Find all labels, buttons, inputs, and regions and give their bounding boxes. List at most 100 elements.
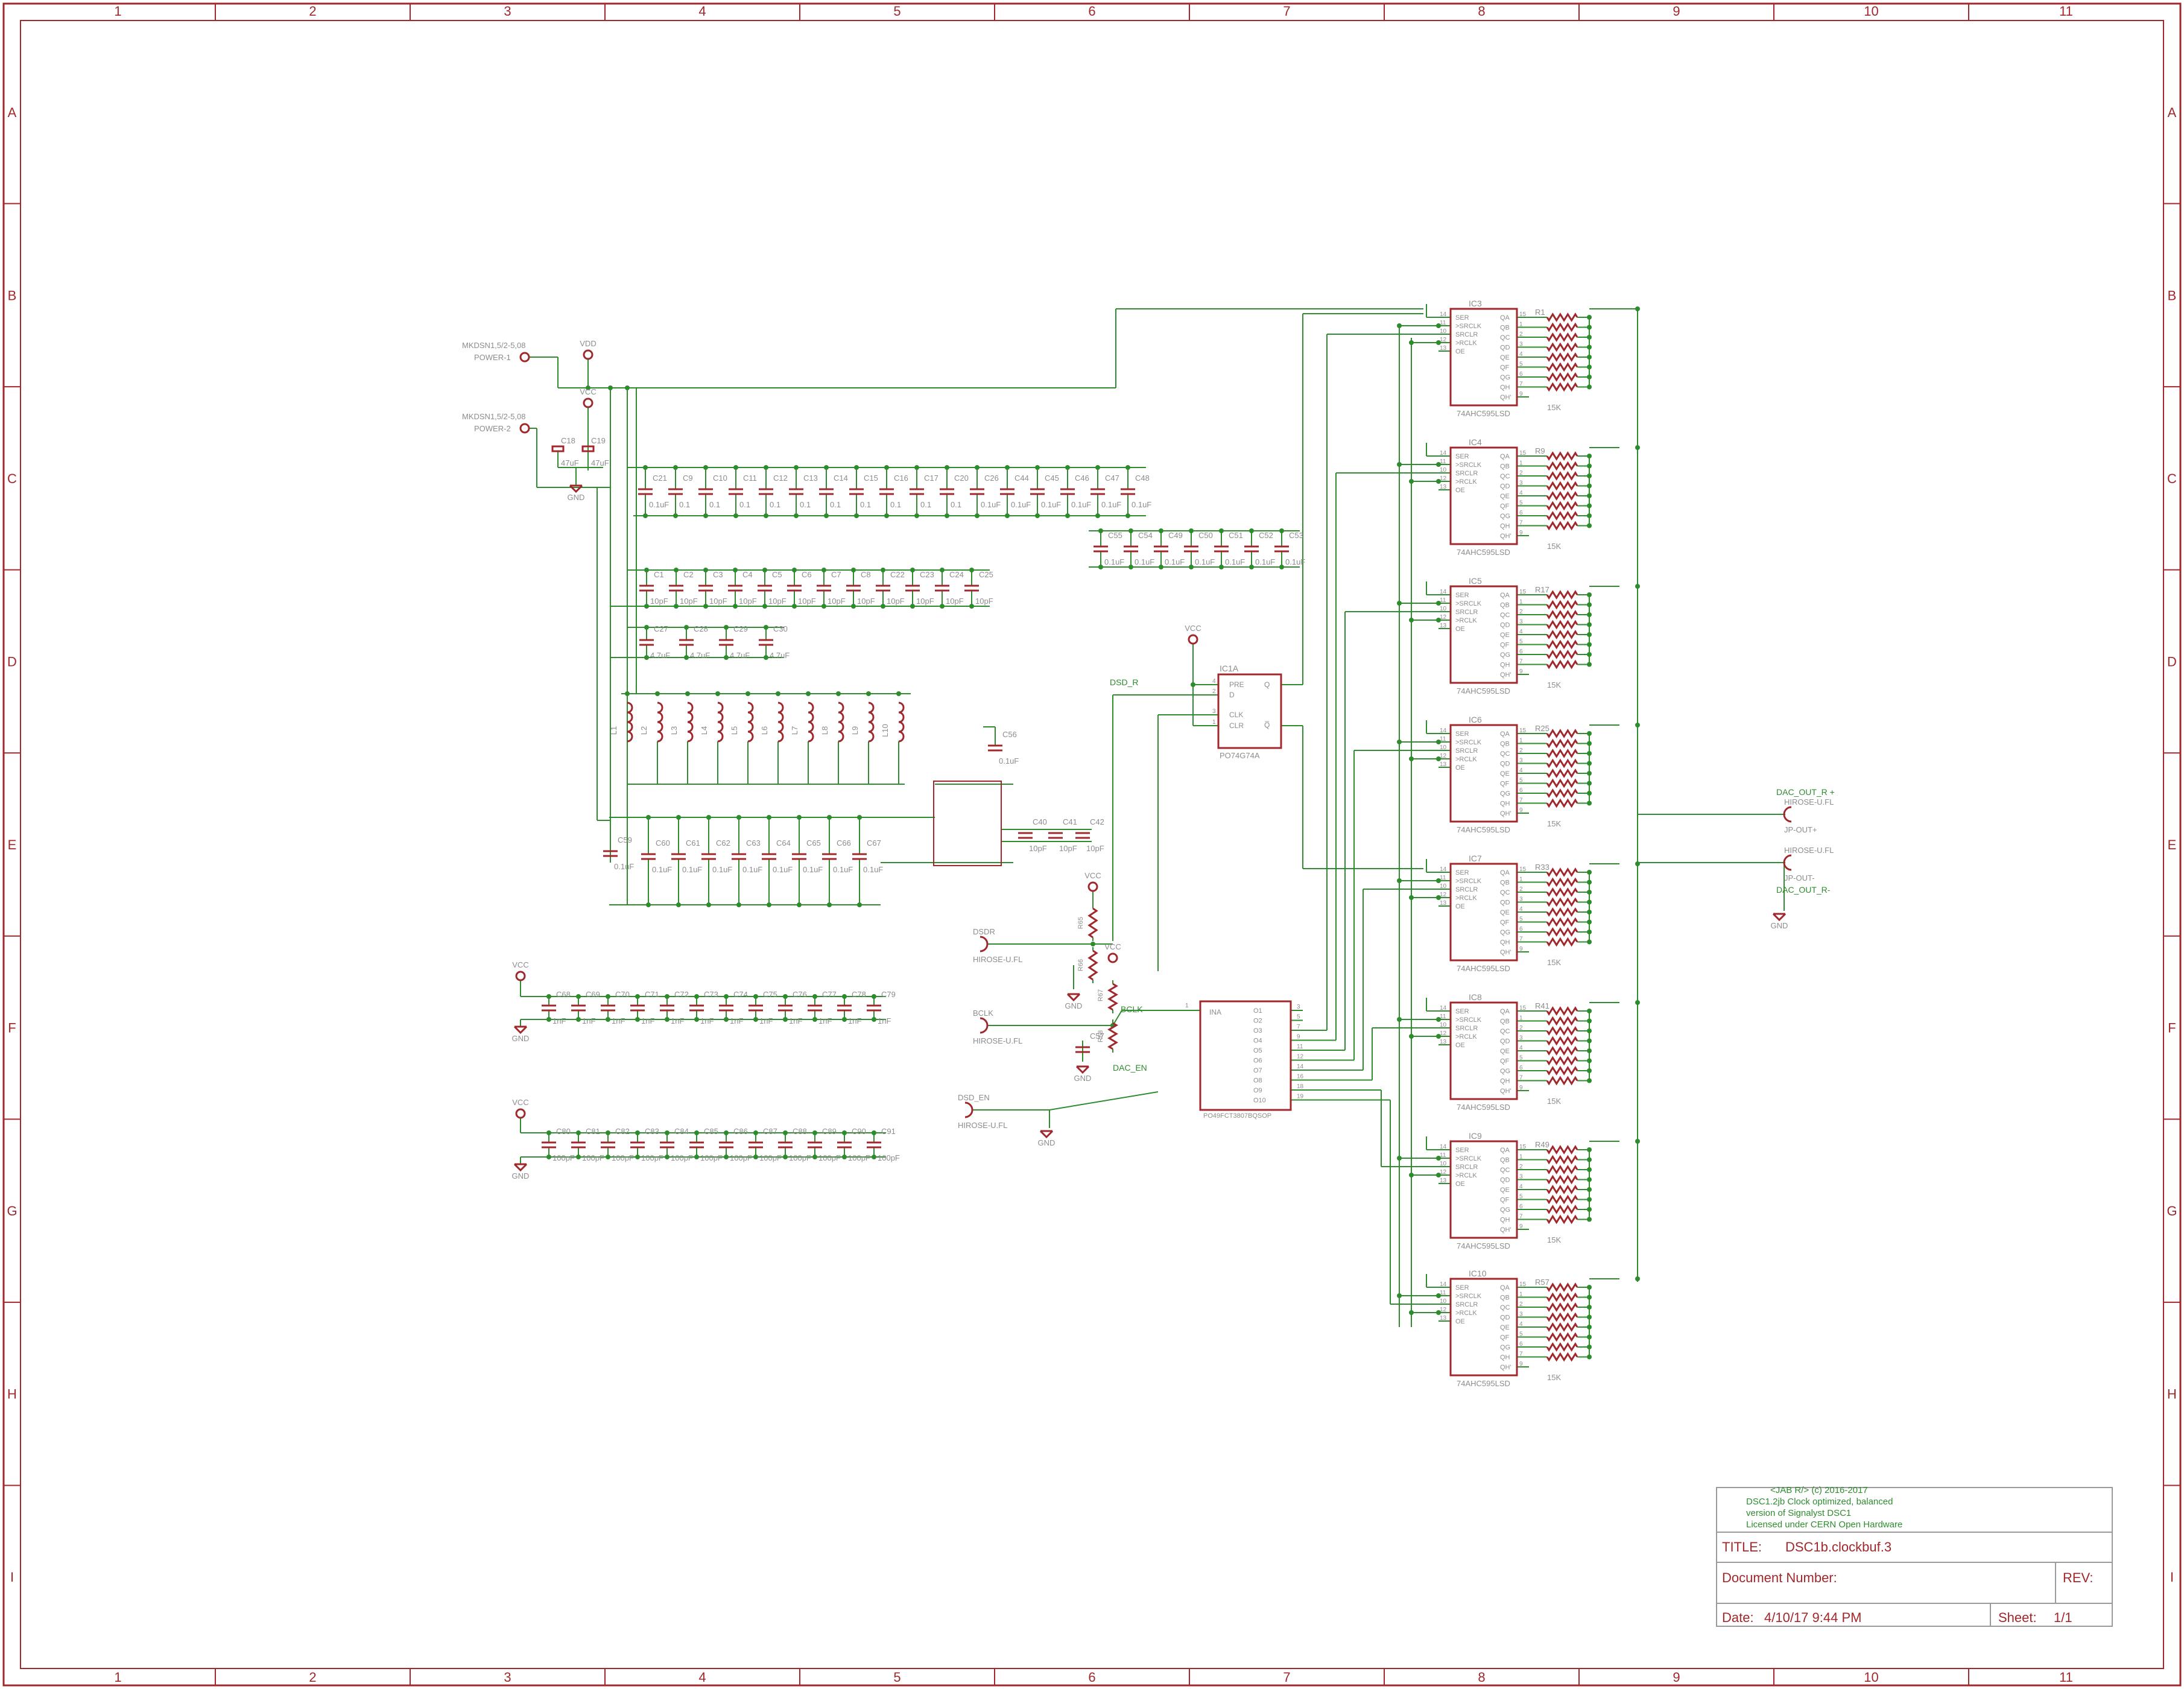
license-note-1: <JAB R/> (c) 2016-2017 xyxy=(1770,1485,1868,1495)
ic-pin-name: QE xyxy=(1500,1048,1510,1055)
coax-connector xyxy=(964,1101,973,1118)
ic-pin-name: O6 xyxy=(1253,1057,1262,1065)
ground-label: GND xyxy=(1771,921,1788,930)
capacitor-ref: C29 xyxy=(733,624,748,633)
ic-pin-num: 12 xyxy=(1297,1054,1304,1060)
ic-pin-name: QG xyxy=(1500,1206,1510,1214)
column-label: 5 xyxy=(893,1670,901,1685)
ic-pin-num: 2 xyxy=(1519,331,1523,338)
ic-pin-num: 4 xyxy=(1519,1045,1523,1051)
junction-dot xyxy=(625,691,630,696)
inductor-coil xyxy=(838,702,844,743)
ic-pin-name: QB xyxy=(1500,463,1510,471)
power-part: MKDSN1,5/2-5,08 xyxy=(462,341,526,350)
ic-pin-num: 19 xyxy=(1297,1094,1304,1100)
resistor-value: 15K xyxy=(1547,1373,1561,1382)
ic-pin-num: 14 xyxy=(1297,1063,1304,1070)
junction-dot xyxy=(733,465,738,470)
junction-dot xyxy=(854,513,859,518)
column-label: 9 xyxy=(1673,1670,1680,1685)
row-label: F xyxy=(2168,1021,2176,1036)
capacitor-value: 0.1 xyxy=(920,500,931,509)
ic-pin-name: >RCLK xyxy=(1455,1033,1477,1041)
junction-dot xyxy=(724,1130,729,1135)
ic-pin-num: 15 xyxy=(1519,589,1527,595)
capacitor-value: 0.1 xyxy=(739,500,750,509)
capacitor-ref: C25 xyxy=(979,570,993,579)
ic-ref: IC9 xyxy=(1469,1131,1482,1141)
capacitor-value: 100pF xyxy=(700,1153,723,1162)
capacitor-ref: C53 xyxy=(1289,531,1303,540)
capacitor-ref: C27 xyxy=(654,624,668,633)
ic-ref: IC5 xyxy=(1469,576,1482,586)
ground-symbol xyxy=(513,1163,528,1172)
capacitor-ref: C8 xyxy=(861,570,871,579)
ic-pin-name: QE xyxy=(1500,632,1510,639)
ic-pin-name: QA xyxy=(1500,1008,1510,1015)
ic-pin-name: SER xyxy=(1455,1284,1469,1291)
ic-pin-num: 4 xyxy=(1519,490,1523,496)
capacitor-ref: C66 xyxy=(837,838,851,848)
junction-dot xyxy=(806,691,811,696)
capacitor-ref: C79 xyxy=(881,990,896,999)
ic-pin-num: 9 xyxy=(1519,1223,1523,1230)
junction-dot xyxy=(606,1017,610,1022)
inductor-ref: L5 xyxy=(730,726,739,735)
junction-dot xyxy=(969,568,974,572)
inductor-ref: L1 xyxy=(609,726,618,735)
resistor-value: 15K xyxy=(1547,819,1561,828)
ic-pin-num: 12 xyxy=(1440,1169,1447,1176)
resistor-body xyxy=(1107,983,1118,1011)
junction-dot xyxy=(1219,565,1224,569)
row-label: A xyxy=(2168,105,2177,120)
ic-pin-num: 12 xyxy=(1440,1307,1447,1313)
junction-dot xyxy=(576,1017,581,1022)
ic-pin-name: QH' xyxy=(1500,949,1511,956)
junction-dot xyxy=(684,625,689,630)
supply-symbol xyxy=(1188,634,1198,645)
capacitor-value: 10pF xyxy=(857,597,875,606)
ic-pin-name: QB xyxy=(1500,602,1510,609)
ic-pin-num: 14 xyxy=(1440,727,1447,734)
capacitor-value: 4.7uF xyxy=(650,651,670,660)
junction-dot xyxy=(546,1155,551,1159)
ic-pin-name: QG xyxy=(1500,1068,1510,1075)
ic-part: 74AHC595LSD xyxy=(1457,686,1510,696)
ic-pin-num: 12 xyxy=(1440,1030,1447,1037)
junction-dot xyxy=(1005,513,1010,518)
capacitor-value: 10pF xyxy=(1059,844,1077,853)
junction-dot xyxy=(794,465,799,470)
capacitor-ref: C75 xyxy=(763,990,777,999)
junction-dot xyxy=(1397,740,1402,744)
resistor-body xyxy=(1546,788,1578,798)
ic-pin-name: >RCLK xyxy=(1455,1172,1477,1179)
row-label: G xyxy=(7,1203,17,1218)
ic-pin-name: QE xyxy=(1500,1324,1510,1331)
capacitor-ref: C82 xyxy=(615,1127,630,1136)
shift-register-ic xyxy=(1449,863,1518,962)
ic-pin-num: 5 xyxy=(1297,1014,1300,1021)
capacitor-value: 100pF xyxy=(818,1153,841,1162)
ic-pin-num: 2 xyxy=(1519,609,1523,615)
junction-dot xyxy=(576,1155,581,1159)
ic-pin-name: QB xyxy=(1500,1294,1510,1302)
junction-dot xyxy=(842,1017,847,1022)
resistor-body xyxy=(1546,1214,1578,1225)
junction-dot xyxy=(767,815,771,820)
capacitor-value: 0.1uF xyxy=(742,865,762,874)
ic-pin-num: 7 xyxy=(1519,381,1523,388)
junction-dot xyxy=(836,691,841,696)
ic-pin-name: QH' xyxy=(1500,1088,1511,1095)
ic-pin-name: SER xyxy=(1455,730,1469,738)
capacitor-value: 47uF xyxy=(591,458,609,467)
capacitor-value: 47uF xyxy=(561,458,579,467)
resistor-body xyxy=(1546,897,1578,907)
shift-register-ic xyxy=(1449,1001,1518,1100)
ic-part: 74AHC595LSD xyxy=(1457,1379,1510,1388)
capacitor-ref: C89 xyxy=(822,1127,837,1136)
junction-dot xyxy=(576,1130,581,1135)
junction-dot xyxy=(586,385,590,390)
junction-dot xyxy=(1635,723,1640,727)
junction-dot xyxy=(881,604,885,609)
ic-pin-name: QC xyxy=(1500,1304,1510,1311)
